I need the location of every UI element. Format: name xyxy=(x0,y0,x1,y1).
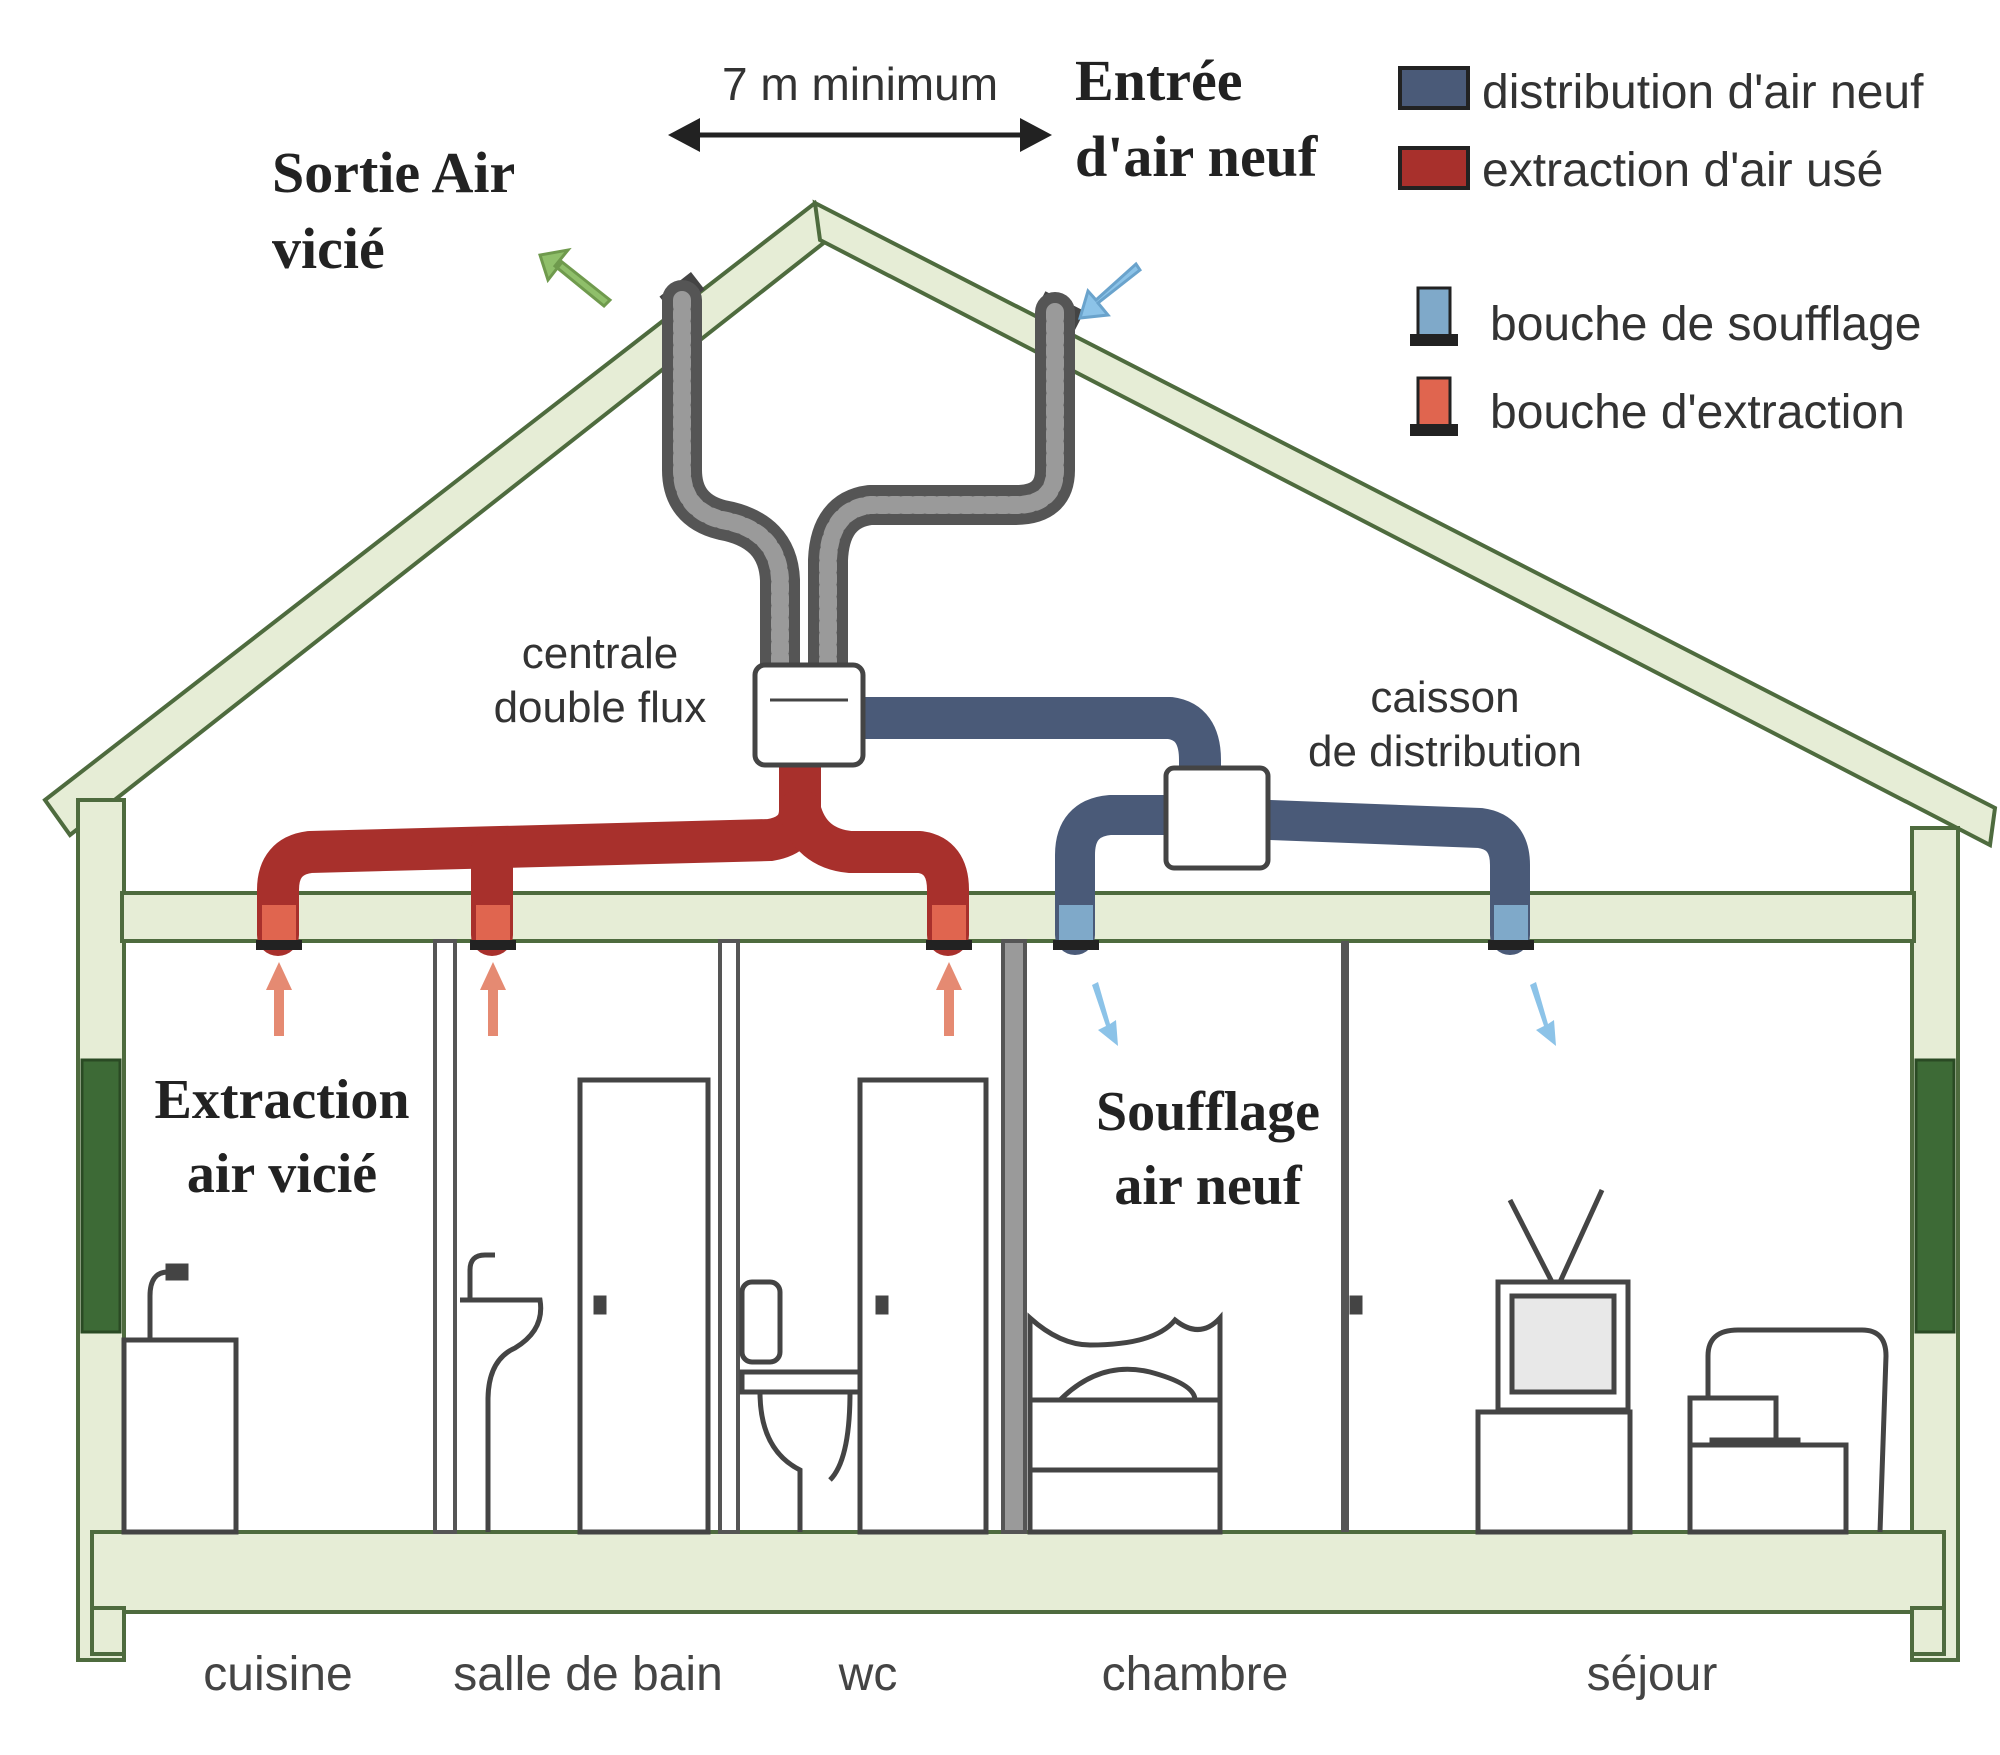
intake-label-line2: d'air neuf xyxy=(1075,124,1318,189)
room-label-living: séjour xyxy=(1587,1648,1718,1701)
partition-3 xyxy=(1001,939,1027,1534)
supply-outlet-bedroom-base xyxy=(1053,940,1099,950)
distribution-box-label-line2: de distribution xyxy=(1308,727,1582,776)
bed xyxy=(1027,1311,1223,1535)
furniture xyxy=(121,1077,1889,1535)
exhaust-arrow xyxy=(538,247,613,309)
room-label-bathroom: salle de bain xyxy=(453,1648,723,1701)
exhaust-label-line1: Sortie Air xyxy=(272,140,515,205)
floor-slab xyxy=(90,1530,1946,1614)
ceiling-slab xyxy=(120,891,1916,943)
partition-1 xyxy=(433,939,457,1534)
supply-outlet-living-base xyxy=(1488,940,1534,950)
ducts xyxy=(257,280,1530,956)
legend-swatch-extract-outlet xyxy=(1416,376,1452,428)
distance-label: 7 m minimum xyxy=(722,58,998,110)
fresh-duct-to-box xyxy=(839,697,1221,801)
legend-swatch-extract-outlet-base xyxy=(1410,424,1458,436)
legend-label-extract-outlet: bouche d'extraction xyxy=(1490,386,1905,439)
room-label-kitchen: cuisine xyxy=(203,1648,352,1701)
window-right xyxy=(1914,1058,1956,1334)
legend-swatch-extract xyxy=(1398,146,1470,190)
extract-outlet-bath-base xyxy=(470,940,516,950)
legend-swatch-fresh xyxy=(1398,66,1470,110)
legend-label-fresh: distribution d'air neuf xyxy=(1482,66,1924,119)
legend-item-extract: extraction d'air usé xyxy=(1398,144,1883,197)
room-label-wc: wc xyxy=(838,1648,898,1701)
distribution-box-label-line1: caisson xyxy=(1370,673,1519,722)
house-structure xyxy=(76,798,1960,1662)
extract-outlet-kitchen-base xyxy=(256,940,302,950)
legend-item-extract-outlet: bouche d'extraction xyxy=(1410,376,1905,439)
labels: 7 m minimum Entrée d'air neuf Sortie Air… xyxy=(154,48,1717,1701)
fresh-duct-to-bedroom xyxy=(1055,795,1200,955)
extract-arrow-kitchen xyxy=(266,962,292,1036)
living-door-handle xyxy=(1349,1295,1363,1315)
extraction-label-line1: Extraction xyxy=(154,1069,409,1131)
roof-right-slope xyxy=(812,199,1998,849)
room-label-bedroom: chambre xyxy=(1102,1648,1289,1701)
extract-arrow-bath xyxy=(480,962,506,1036)
partition-2 xyxy=(718,939,740,1534)
supply-arrow-bedroom xyxy=(1092,982,1118,1046)
distance-double-arrow xyxy=(668,118,1052,152)
extract-duct-wc xyxy=(779,789,969,956)
equipment xyxy=(752,662,1271,871)
legend-item-fresh: distribution d'air neuf xyxy=(1398,66,1924,119)
supply-label-line2: air neuf xyxy=(1114,1155,1303,1217)
wc-door-handle xyxy=(875,1295,889,1315)
fresh-duct-to-living xyxy=(1250,800,1530,955)
legend-swatch-supply-base xyxy=(1410,334,1458,346)
exhaust-label-line2: vicié xyxy=(272,216,385,281)
exhaust-duct-inner xyxy=(673,291,789,699)
tv xyxy=(1475,1188,1633,1535)
extract-outlet-wc-base xyxy=(926,940,972,950)
legend-label-supply: bouche de soufflage xyxy=(1490,298,1921,351)
intake-arrow xyxy=(1077,261,1143,320)
central-unit-label-line2: double flux xyxy=(494,683,707,732)
foundation-left xyxy=(90,1606,126,1656)
central-unit xyxy=(752,662,866,768)
vent-outlets xyxy=(256,905,1534,950)
supply-label-line1: Soufflage xyxy=(1096,1081,1320,1143)
distribution-box xyxy=(1163,765,1271,871)
extract-arrow-wc xyxy=(936,962,962,1036)
extraction-label-line2: air vicié xyxy=(187,1143,377,1205)
bathroom-door-handle xyxy=(593,1295,607,1315)
armchair xyxy=(1687,1327,1889,1535)
toilet xyxy=(739,1279,865,1532)
window-left xyxy=(80,1058,122,1334)
kitchen-sink xyxy=(121,1263,239,1535)
legend: distribution d'air neuf extraction d'air… xyxy=(1398,66,1924,439)
legend-label-extract: extraction d'air usé xyxy=(1482,144,1883,197)
foundation-right xyxy=(1910,1606,1946,1656)
legend-item-supply-outlet: bouche de soufflage xyxy=(1410,286,1921,351)
legend-swatch-supply xyxy=(1416,286,1452,338)
intake-duct-inner xyxy=(819,303,1064,699)
supply-arrow-living xyxy=(1530,982,1556,1046)
washbasin xyxy=(460,1252,544,1532)
intake-label-line1: Entrée xyxy=(1075,48,1243,113)
central-unit-label-line1: centrale xyxy=(522,629,679,678)
